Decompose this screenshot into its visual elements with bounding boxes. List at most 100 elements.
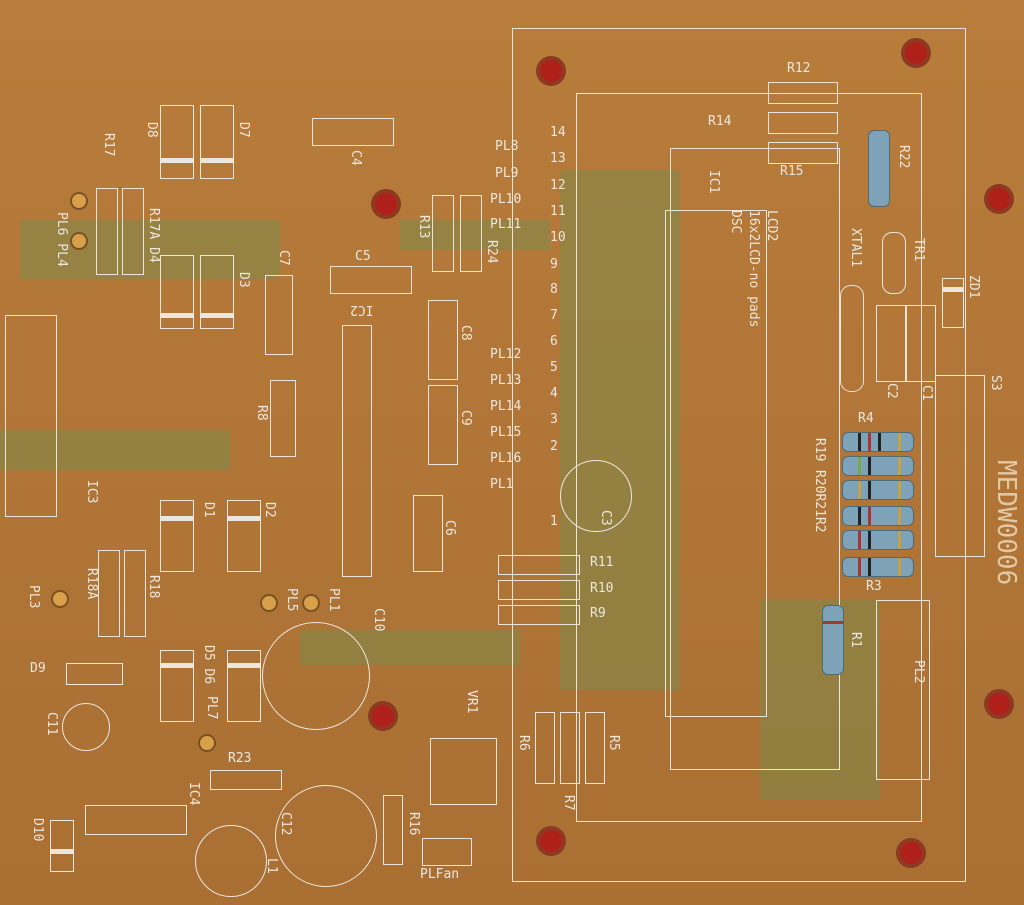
label-pl10: PL10	[490, 192, 522, 207]
pin-number: 14	[550, 125, 566, 140]
mounting-hole	[905, 42, 927, 64]
label-ic1: IC1	[706, 170, 721, 194]
label-c3: C3	[598, 510, 613, 526]
label-r20-r21-r2: R20R21R2	[812, 470, 827, 533]
r7-outline	[560, 712, 580, 784]
label-r9: R9	[590, 606, 606, 621]
label-r14: R14	[708, 114, 732, 129]
label-r5: R5	[606, 735, 621, 751]
label-r10: R10	[590, 581, 614, 596]
label-r11: R11	[590, 555, 614, 570]
r5-outline	[585, 712, 605, 784]
diode-d7	[200, 105, 234, 179]
label-plfan: PLFan	[420, 867, 460, 882]
diode-d9	[66, 663, 123, 685]
pin-number: 7	[550, 308, 558, 323]
label-c6: C6	[442, 520, 457, 536]
label-r16: R16	[406, 812, 421, 836]
label-pl7: PL7	[204, 696, 219, 720]
r18-outline	[124, 550, 146, 637]
label-r18: R18	[146, 575, 161, 599]
label-r1: R1	[848, 632, 863, 648]
ic1-body	[665, 210, 767, 717]
pin-number: 8	[550, 282, 558, 297]
label-pl1-header: PL1	[490, 477, 514, 492]
diode-d5	[160, 650, 194, 722]
pin-number: 13	[550, 151, 566, 166]
label-d9: D9	[30, 661, 46, 676]
diode-d4	[160, 255, 194, 329]
r13-outline	[432, 195, 454, 272]
lcd-window	[576, 93, 922, 822]
label-pl8: PL8	[495, 139, 519, 154]
diode-d8	[160, 105, 194, 179]
label-c9: C9	[458, 410, 473, 426]
resistor-r21	[842, 506, 914, 526]
pin-number: 9	[550, 257, 558, 272]
label-c1: C1	[919, 385, 934, 401]
pad-pl7	[198, 734, 216, 752]
plfan-outline	[422, 838, 472, 866]
c11-outline	[62, 703, 110, 751]
mounting-hole	[540, 60, 562, 82]
label-d3: D3	[236, 272, 251, 288]
c2-outline	[876, 305, 906, 382]
pin-number: 6	[550, 334, 558, 349]
label-d1: D1	[201, 502, 216, 518]
resistor-r22	[868, 130, 890, 207]
label-pl5: PL5	[284, 588, 299, 612]
r9-outline	[498, 605, 580, 625]
l1-outline	[195, 825, 267, 897]
label-c10: C10	[371, 608, 386, 632]
label-d5-d6: D5 D6	[201, 645, 216, 685]
label-r12: R12	[787, 61, 811, 76]
label-pl1: PL1	[326, 588, 341, 612]
label-c12: C12	[278, 812, 293, 836]
r16-outline	[383, 795, 403, 865]
label-pl9: PL9	[495, 166, 519, 181]
pin-number: 11	[550, 204, 566, 219]
r23-outline	[210, 770, 282, 790]
mounting-hole	[900, 842, 922, 864]
lcd-outline	[512, 28, 966, 882]
s3-outline	[935, 375, 985, 557]
c5-outline	[330, 266, 412, 294]
c8-outline	[428, 300, 458, 380]
mounting-hole	[988, 188, 1010, 210]
label-r4: R4	[858, 411, 874, 426]
label-zd1: ZD1	[966, 275, 981, 299]
pin-number: 5	[550, 360, 558, 375]
mounting-hole	[372, 705, 394, 727]
r18a-outline	[98, 550, 120, 637]
copper-trace	[560, 170, 680, 690]
pin-number: 4	[550, 386, 558, 401]
ic2-outline	[342, 325, 372, 577]
label-r17: R17	[101, 133, 116, 157]
label-c4: C4	[348, 150, 363, 166]
label-c11: C11	[44, 712, 59, 736]
label-r22: R22	[896, 145, 911, 169]
label-r13: R13	[416, 215, 431, 239]
label-c7: C7	[276, 250, 291, 266]
pin-number: 10	[550, 230, 566, 245]
pin-number: 3	[550, 412, 558, 427]
label-r23: R23	[228, 751, 252, 766]
pad-pl4	[70, 232, 88, 250]
pin-number: 12	[550, 178, 566, 193]
r10-outline	[498, 580, 580, 600]
pin-number: 2	[550, 439, 558, 454]
vr1-outline	[430, 738, 497, 805]
label-xtal1: XTAL1	[848, 228, 863, 268]
c7-outline	[265, 275, 293, 355]
pin-number: 1	[550, 514, 558, 529]
diode-zd1	[942, 278, 964, 328]
mounting-hole	[540, 830, 562, 852]
label-pl3: PL3	[26, 585, 41, 609]
pad-pl3	[51, 590, 69, 608]
label-pl11: PL11	[490, 217, 522, 232]
label-vr1: VR1	[464, 690, 479, 714]
copper-trace	[20, 220, 280, 280]
c1-outline	[906, 305, 936, 382]
label-r15: R15	[780, 164, 804, 179]
label-d7: D7	[236, 122, 251, 138]
